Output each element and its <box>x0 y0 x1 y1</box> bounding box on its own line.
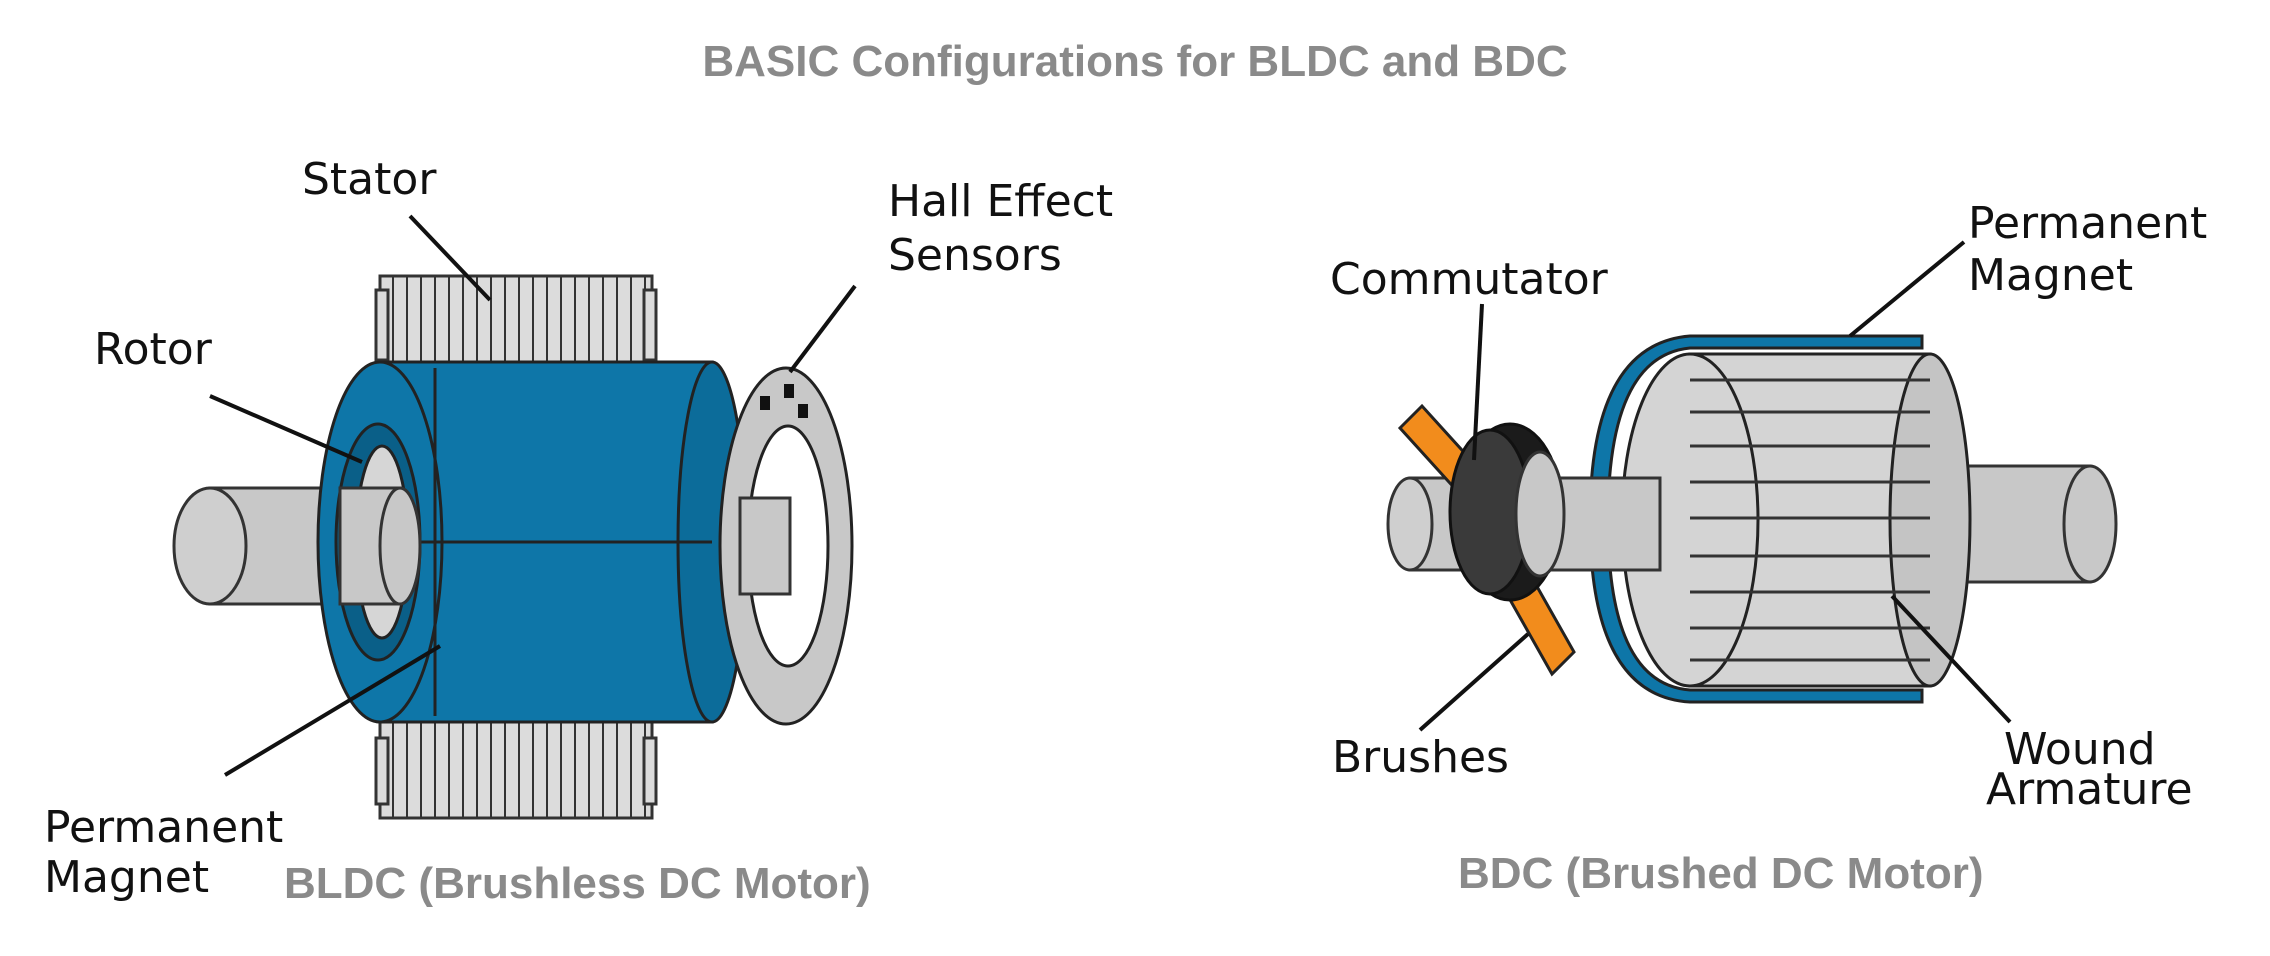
label-magnet-line2: Magnet <box>44 852 209 903</box>
bdc-commutator <box>1448 422 1566 602</box>
label-brushes: Brushes <box>1332 732 1509 783</box>
magnet-leader <box>223 644 442 777</box>
hall-sensor-chip <box>784 384 794 398</box>
label-armature-line1: Wound <box>2004 724 2156 775</box>
bdc-caption: BDC (Brushed DC Motor) <box>1458 849 1984 898</box>
label-magnet-line2: Magnet <box>1968 250 2133 301</box>
hall-sensor-chip <box>798 404 808 418</box>
magnet-leader <box>1848 240 1966 338</box>
bldc-stator-body <box>316 360 748 724</box>
label-stator: Stator <box>302 154 437 205</box>
rotor-leader <box>209 394 363 464</box>
brushes-leader <box>1418 632 1530 732</box>
commutator-leader <box>1472 303 1484 461</box>
bldc-caption: BLDC (Brushless DC Motor) <box>284 859 871 908</box>
stator-fins-bottom <box>374 706 658 820</box>
label-rotor: Rotor <box>94 324 213 375</box>
bldc-motor: Stator Hall Effect Sensors Rotor Permane… <box>44 154 1113 908</box>
stator-leader <box>408 214 492 302</box>
label-hall-line1: Hall Effect <box>888 176 1113 227</box>
label-commutator: Commutator <box>1330 254 1609 305</box>
bdc-leader-lines <box>1418 240 2012 732</box>
label-hall-line2: Sensors <box>888 230 1062 281</box>
bdc-motor: Commutator Permanent Magnet Brushes Woun… <box>1330 198 2207 898</box>
bdc-armature <box>1620 352 1972 688</box>
bldc-leader-lines <box>209 214 857 777</box>
hall-leader <box>788 284 857 374</box>
stator-fins-top <box>374 274 658 370</box>
armature-leader <box>1890 594 2012 724</box>
label-armature-line2: Armature <box>1986 764 2193 815</box>
hall-sensor-ring <box>718 366 854 726</box>
hall-sensor-chip <box>760 396 770 410</box>
label-magnet-line1: Permanent <box>44 802 283 853</box>
bdc-magnet-shell <box>1588 334 1924 704</box>
label-magnet-line1: Permanent <box>1968 198 2207 249</box>
page-title: BASIC Configurations for BLDC and BDC <box>702 37 1567 86</box>
